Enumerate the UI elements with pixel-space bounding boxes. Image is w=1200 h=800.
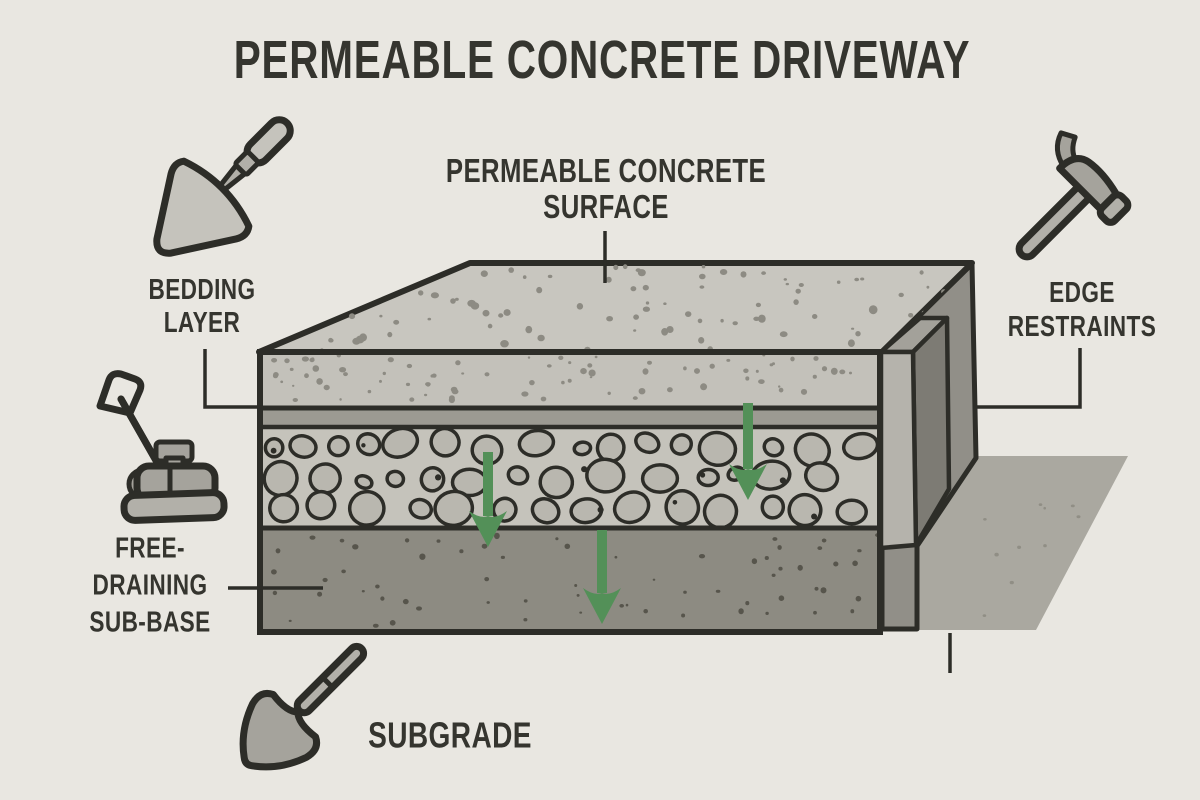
hammer-icon [1015,130,1132,261]
label-permeable-concrete-surface: PERMEABLE CONCRETE SURFACE [445,152,767,225]
layer-bedding [262,408,878,427]
trowel-icon [153,116,294,257]
leader-lines [203,231,1082,673]
label-subgrade: SUBGRADE [368,714,532,756]
plate-compactor-icon [96,370,228,524]
label-free-draining-sub-base: FREE- DRAINING SUB-BASE [89,532,211,639]
label-bedding-layer: BEDDING LAYER [148,274,256,339]
edge-restraints-leader-line [976,348,1082,409]
drainage-arrow [469,452,507,547]
edge-restraint-block [878,315,952,551]
bedding-leader-line [203,349,262,409]
block-top-face [256,260,975,355]
page-title: PERMEABLE CONCRETE DRIVEWAY [233,29,971,90]
drainage-arrow [583,530,621,624]
water-drainage-arrows [469,403,767,624]
label-edge-restraints: EDGE RESTRAINTS [1007,277,1157,343]
drainage-arrow [729,403,767,500]
block-front-face [257,349,883,635]
shovel-icon [239,642,368,771]
layer-sub-base [262,528,878,631]
